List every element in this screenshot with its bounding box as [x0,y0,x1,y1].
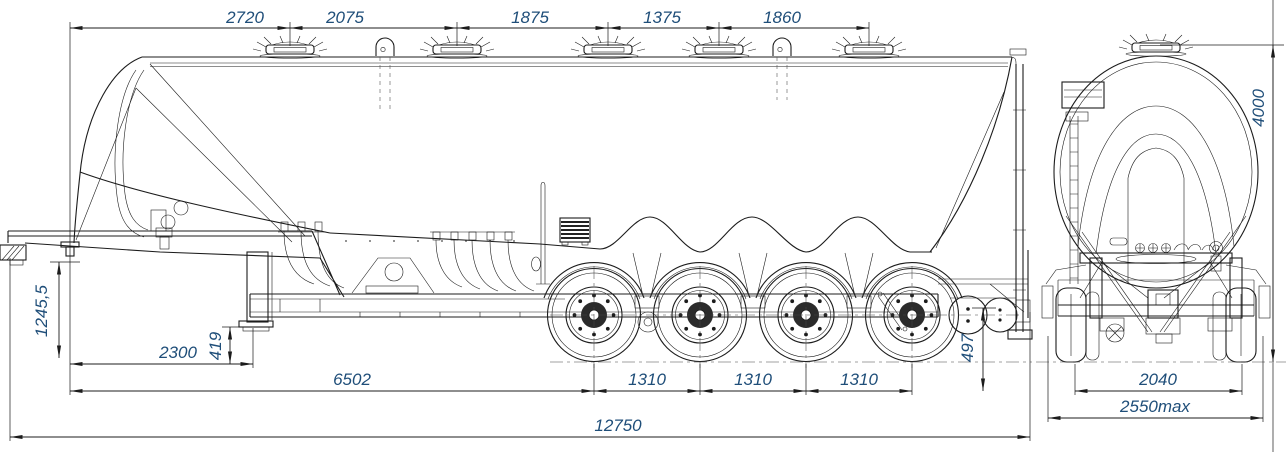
dim-label-1860: 1860 [763,8,801,27]
dim-label-axle1: 1310 [628,370,666,389]
dim-label-1245-5: 1245,5 [32,284,51,337]
rear-frame-and-pipe [938,48,1033,340]
dim-label-2720: 2720 [225,8,264,27]
dim-top-chain: 2720 2075 1875 1375 1860 [70,8,869,31]
dim-rear-view: 2040 2550max [1048,370,1263,421]
dim-label-419: 419 [206,331,225,360]
tank-body [73,56,1013,253]
wheels [546,266,1022,368]
dim-label-6502: 6502 [333,370,371,389]
dim-label-497: 497 [958,333,977,362]
dim-label-2300: 2300 [158,343,197,362]
side-view [0,35,1033,368]
suspension [632,252,908,333]
dimensions: 2720 2075 1875 1375 1860 2300 6502 1310 … [9,0,1284,452]
dim-label-2550max: 2550max [1119,397,1190,416]
cone-braces [1065,215,1247,333]
dim-label-axle2: 1310 [734,370,772,389]
rear-view [1036,33,1286,363]
dim-label-2075: 2075 [325,8,364,27]
dim-label-12750: 12750 [594,416,642,435]
equipment-box [531,181,591,285]
manhole-covers [252,35,907,112]
gooseneck-platform [0,200,345,298]
dim-label-4000: 4000 [1249,89,1268,127]
air-tanks [948,295,1018,335]
ladder [1061,81,1105,284]
dim-label-axle3: 1310 [840,370,878,389]
dim-label-1375: 1375 [643,8,681,27]
dim-label-2040: 2040 [1138,370,1177,389]
aeration-piping [278,221,535,292]
dim-bottom: 2300 6502 1310 1310 1310 12750 [10,343,1030,440]
rear-chassis [1057,257,1255,344]
rear-wheels [1041,264,1271,363]
dim-label-1875: 1875 [511,8,549,27]
dim-verticals: 1245,5 419 497 4000 [32,45,1276,391]
landing-gear [238,251,274,332]
rear-panel [1079,237,1233,264]
